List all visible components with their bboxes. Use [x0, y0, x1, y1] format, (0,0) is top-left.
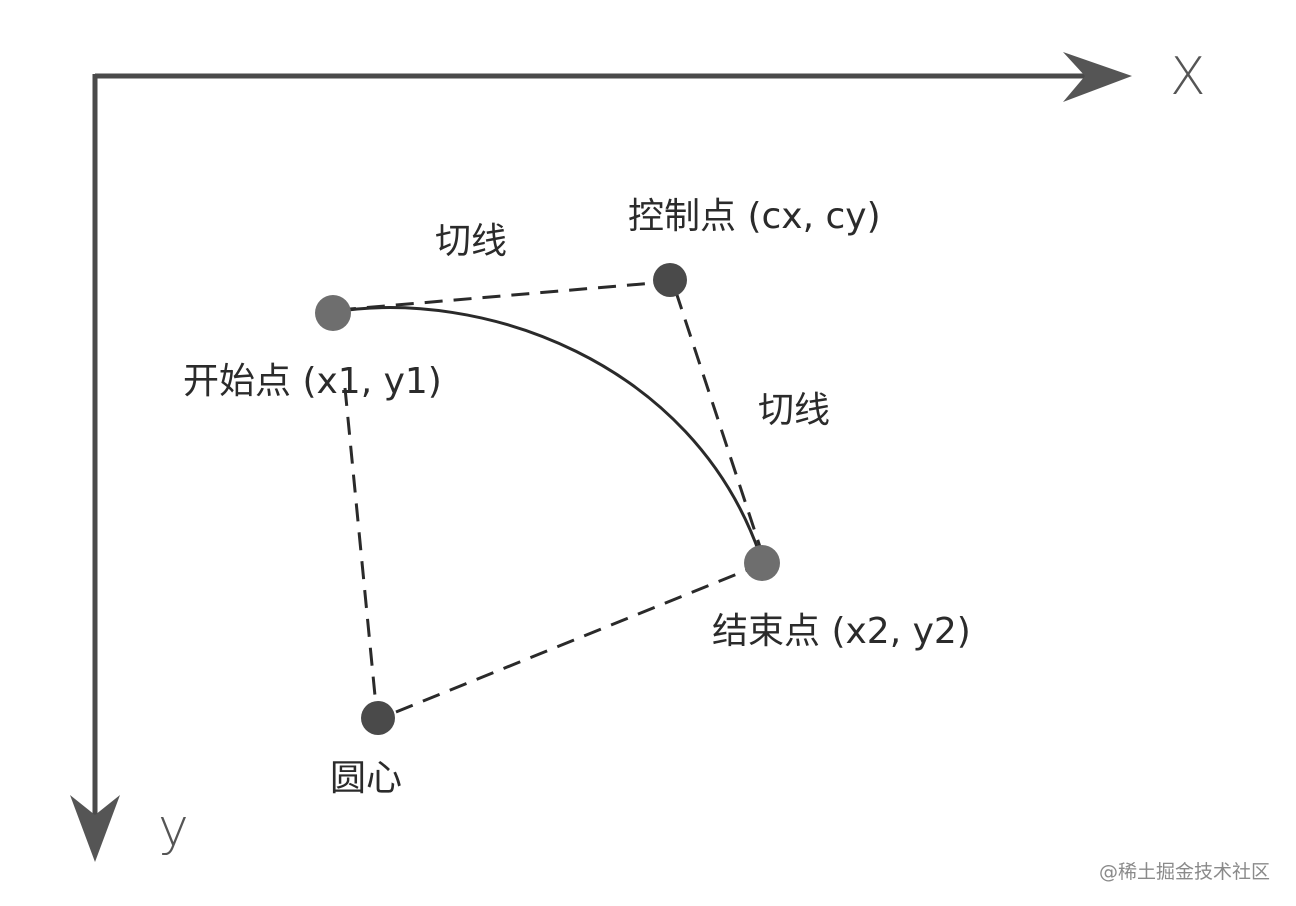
radius-line-center-to-end [395, 566, 753, 714]
y-axis-label: y [158, 798, 189, 858]
y-axis-arrowhead [70, 795, 120, 862]
construction-lines [337, 280, 764, 714]
x-axis-label: X [1170, 47, 1206, 107]
axes: X y [70, 47, 1206, 862]
tangent-line-control-to-end [674, 291, 764, 554]
center-point-label: 圆心 [330, 758, 402, 799]
watermark-text: @稀土掘金技术社区 [1099, 861, 1270, 883]
x-axis-arrowhead [1063, 52, 1132, 102]
tangent-line-start-to-control [337, 280, 666, 312]
center-point-marker [361, 701, 395, 735]
tangent-label-top: 切线 [435, 221, 507, 262]
start-point-label: 开始点 (x1, y1) [183, 361, 442, 402]
labels: 控制点 (cx, cy) 切线 开始点 (x1, y1) 切线 结束点 (x2,… [183, 196, 971, 799]
points [315, 263, 780, 735]
end-point-marker [744, 545, 780, 581]
end-point-label: 结束点 (x2, y2) [712, 611, 971, 652]
control-point-marker [653, 263, 687, 297]
tangent-label-right: 切线 [758, 390, 830, 431]
start-point-marker [315, 295, 351, 331]
arc-curve [332, 306, 762, 556]
control-point-label: 控制点 (cx, cy) [628, 196, 881, 237]
radius-line-start-to-center [343, 387, 378, 707]
